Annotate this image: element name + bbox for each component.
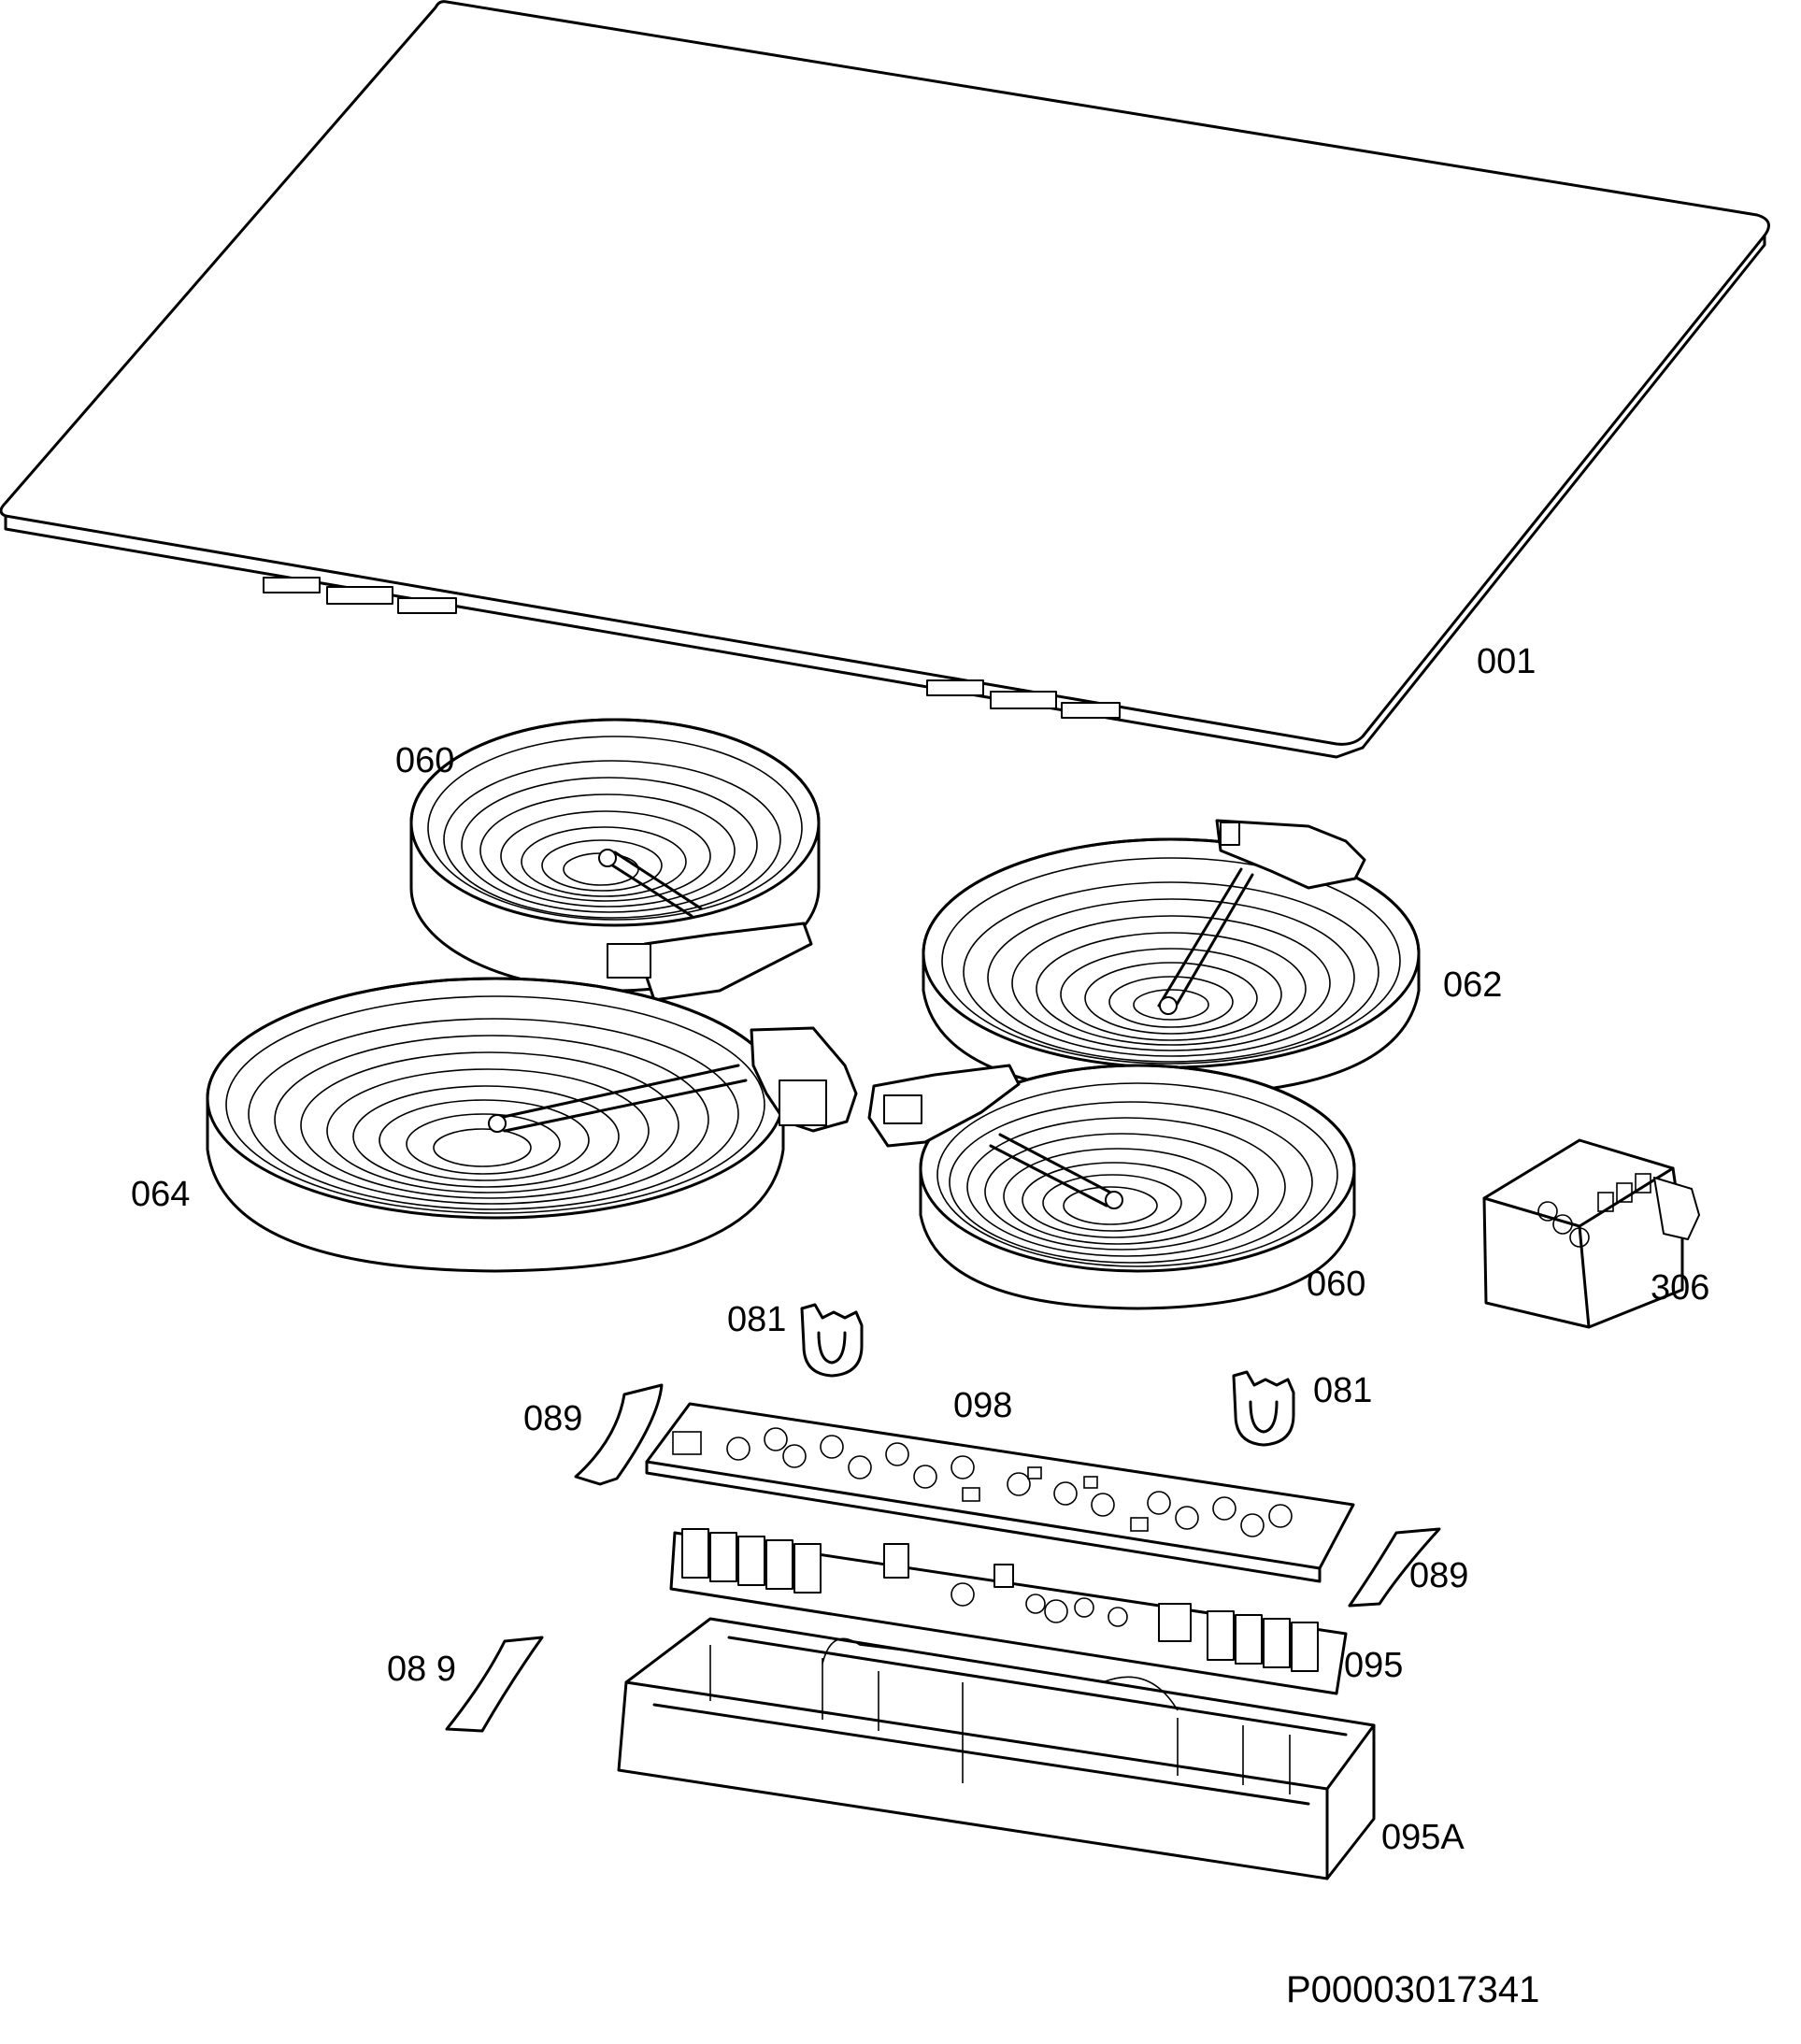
flat-cable-left-bottom (445, 1636, 544, 1733)
label-cable-left-top: 089 (523, 1399, 582, 1438)
flat-cable-right (1348, 1527, 1441, 1608)
electronics-housing (617, 1617, 1376, 1880)
power-board (669, 1528, 1348, 1695)
label-hob-front-right: 060 (1307, 1265, 1365, 1304)
label-terminal-block: 306 (1651, 1268, 1709, 1308)
fixing-clip-left (800, 1303, 864, 1378)
label-hob-front-left: 064 (131, 1175, 190, 1214)
part-labels: 001 060 062 064 060 306 081 081 098 089 … (131, 642, 1709, 1857)
label-hob-rear-right: 062 (1443, 965, 1502, 1005)
glass-top-mounting-tabs (263, 577, 1121, 719)
label-cable-right: 089 (1409, 1556, 1468, 1595)
label-power-board: 095 (1344, 1646, 1403, 1685)
label-touch-board: 098 (953, 1386, 1012, 1425)
radiant-element-rear-left (409, 718, 821, 1002)
touch-control-board (645, 1402, 1355, 1583)
label-clip-right: 081 (1313, 1371, 1372, 1410)
fixing-clip-right (1232, 1370, 1295, 1447)
label-housing: 095A (1381, 1818, 1465, 1857)
label-clip-left: 081 (727, 1300, 786, 1339)
radiant-element-rear-right (922, 819, 1421, 1097)
terminal-block-part (1482, 1138, 1700, 1329)
flat-cable-left-top (574, 1383, 664, 1486)
label-cable-left-bottom: 08 9 (387, 1650, 456, 1689)
radiant-element-front-right (867, 1064, 1356, 1310)
label-glass-top: 001 (1477, 642, 1536, 681)
document-id: P00003017341 (1286, 1969, 1539, 2010)
glass-top-part (0, 0, 1770, 759)
radiant-element-front-left (206, 977, 858, 1273)
label-hob-rear-left: 060 (395, 741, 454, 780)
